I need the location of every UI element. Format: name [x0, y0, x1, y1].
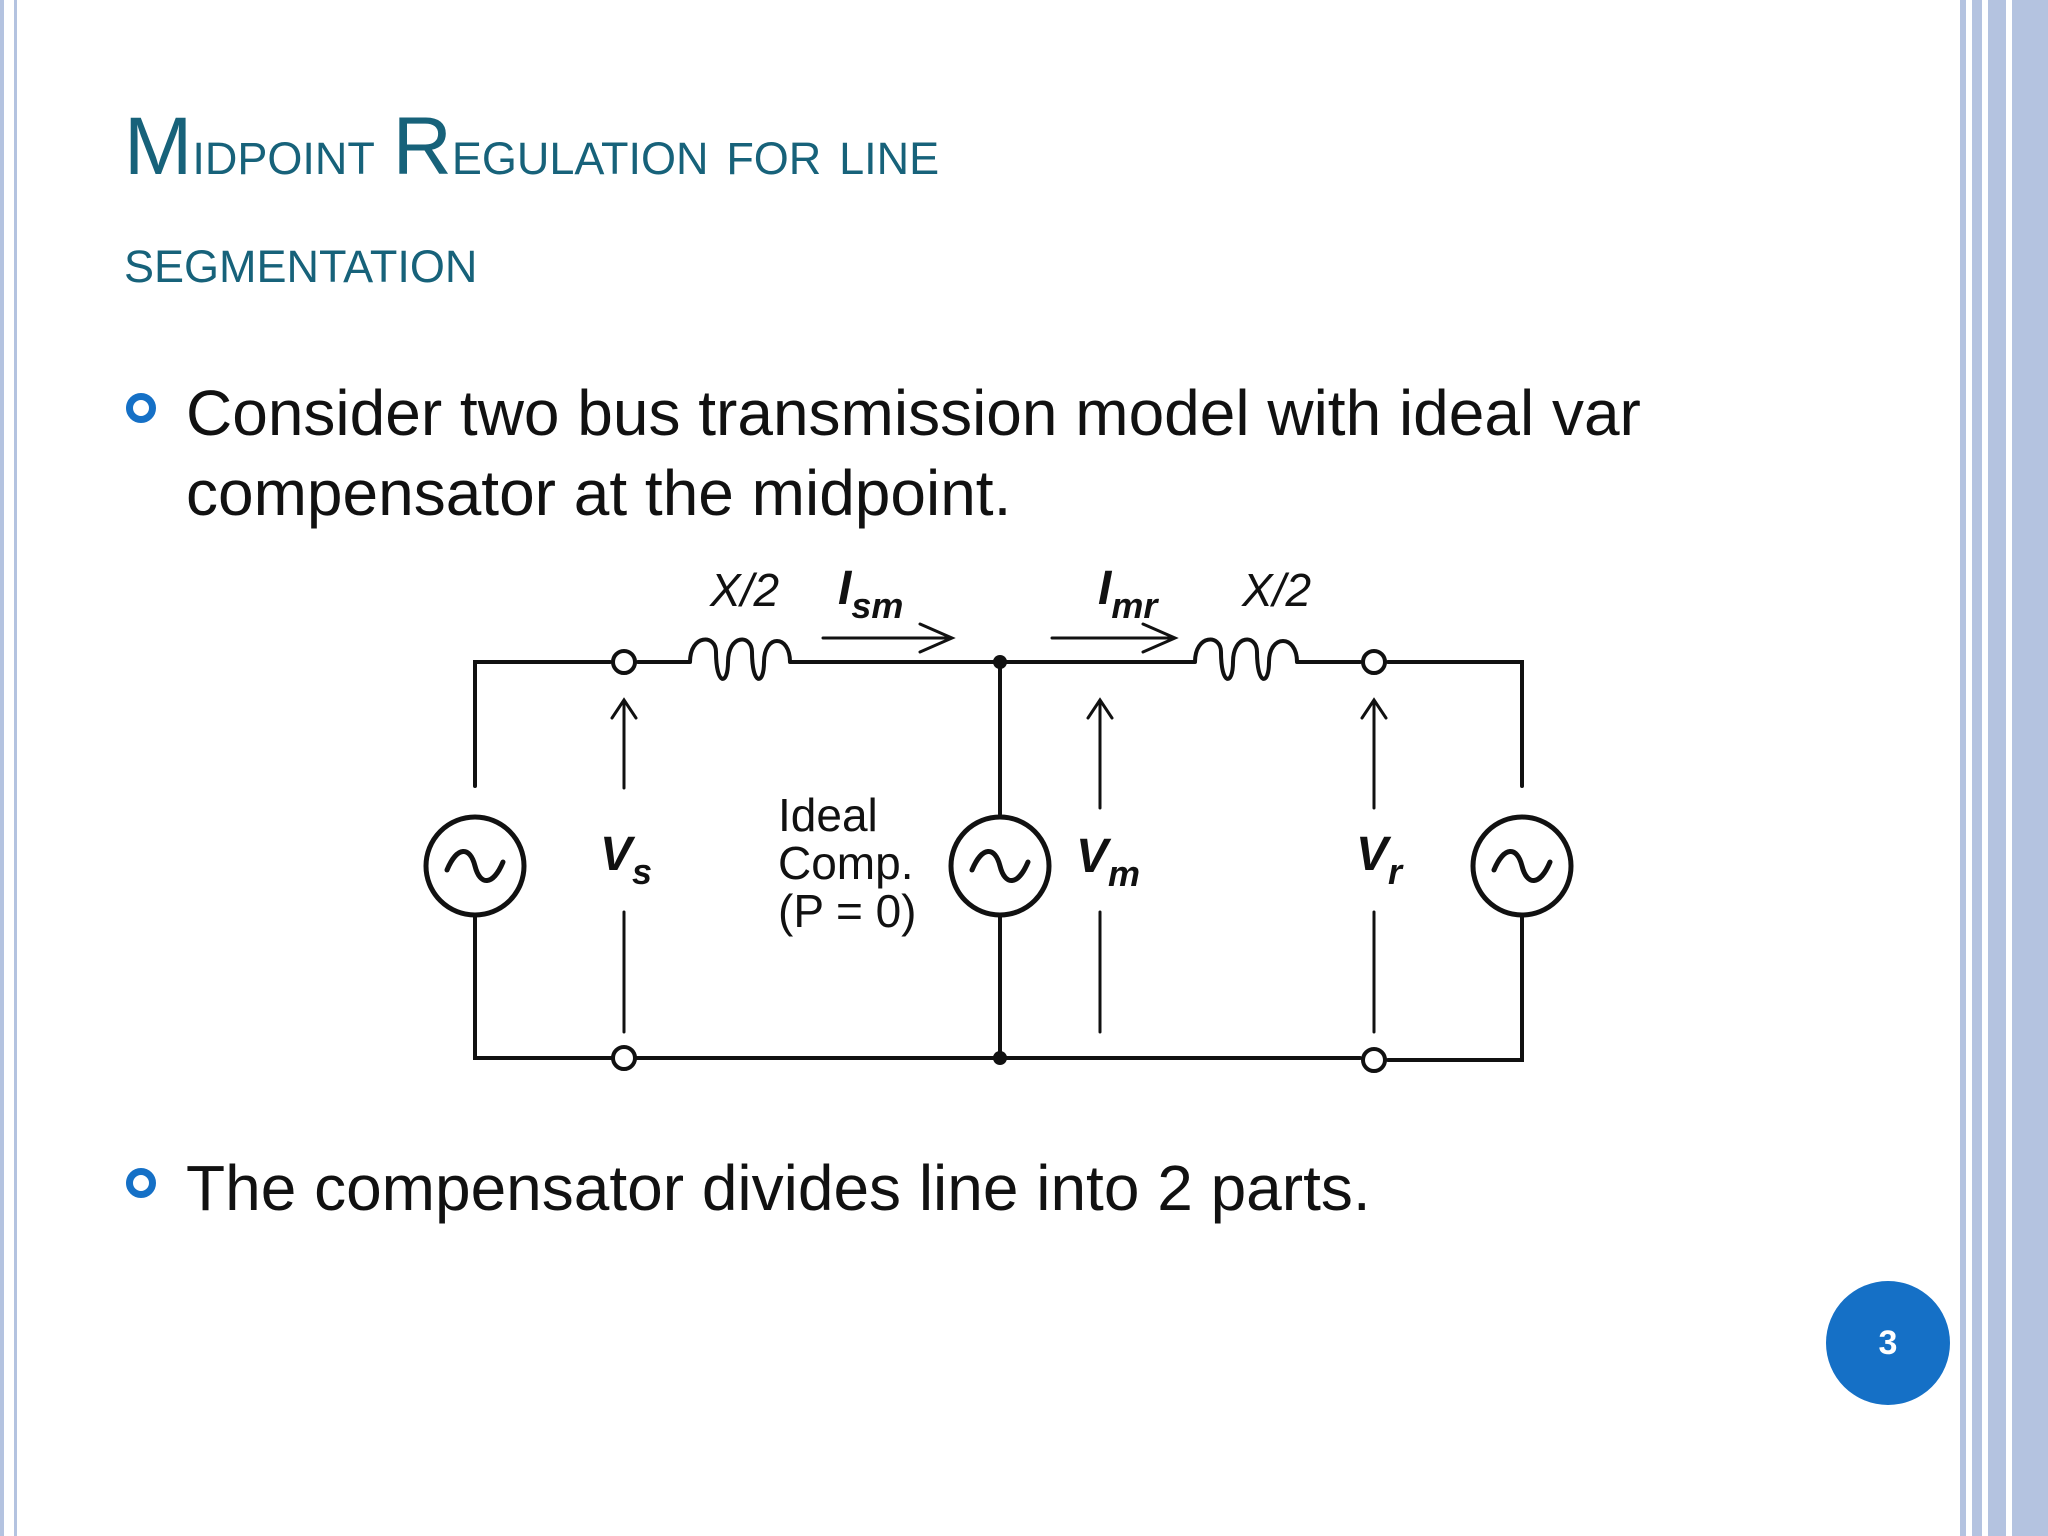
- left-border-line-inner: [14, 0, 17, 1536]
- label-voltage-r-base: V: [1356, 828, 1392, 881]
- label-comp-line-2: Comp.: [778, 837, 913, 889]
- right-border-band-4: [2012, 0, 2048, 1536]
- wire-left-bottom: [473, 912, 1002, 1060]
- label-voltage-m: Vm: [1076, 830, 1140, 894]
- terminal-r-bottom: [1361, 1047, 1387, 1073]
- inductor-icon: [688, 637, 792, 681]
- slide-title: Midpoint Regulation for line segmentatio…: [124, 106, 939, 296]
- bullet-circle-icon-2: [126, 1168, 156, 1198]
- bullet-text-1: Consider two bus transmission model with…: [186, 377, 1641, 529]
- wire-right-bottom: [1386, 912, 1524, 1062]
- title-words-2: egulation for line: [451, 116, 940, 188]
- page-number: 3: [1878, 1323, 1898, 1362]
- label-current-mr-base: I: [1098, 562, 1113, 615]
- label-current-mr: Imr: [1098, 562, 1159, 626]
- right-border-band-3: [1988, 0, 2006, 1536]
- sine-glyph-right: [1491, 849, 1553, 883]
- label-reactance-right: X/2: [1241, 564, 1311, 616]
- label-current-sm-sub: sm: [851, 585, 903, 626]
- label-voltage-m-sub: m: [1108, 853, 1140, 894]
- label-current-sm: Ism: [838, 562, 903, 626]
- sine-glyph-mid: [969, 849, 1031, 883]
- page-number-badge: 3: [1826, 1281, 1950, 1405]
- sine-glyph-left: [444, 849, 506, 883]
- terminal-r-top: [1361, 649, 1387, 675]
- label-current-sm-base: I: [838, 562, 853, 615]
- label-voltage-s-sub: s: [632, 851, 652, 892]
- right-border-band: [1960, 0, 1966, 1536]
- arrow-ism: [821, 622, 956, 654]
- left-border-line: [0, 0, 4, 1536]
- terminal-s-bottom: [611, 1045, 637, 1071]
- wire-right-top: [1386, 660, 1524, 788]
- right-border-band-2: [1972, 0, 1982, 1536]
- title-word-1: idpoint: [192, 116, 375, 188]
- label-voltage-r: Vr: [1356, 828, 1404, 892]
- label-voltage-s-base: V: [600, 828, 636, 881]
- arrow-vr: [1360, 697, 1388, 810]
- label-voltage-s: Vs: [600, 828, 652, 892]
- bullet-circle-icon: [126, 393, 156, 423]
- title-line-1: Midpoint Regulation for line: [124, 106, 939, 188]
- terminal-s-top: [611, 649, 637, 675]
- title-initial-1: M: [124, 101, 193, 192]
- label-comp-line-3: (P = 0): [778, 885, 917, 937]
- node-mid-bottom: [993, 1051, 1007, 1065]
- title-line-2: segmentation: [124, 224, 478, 296]
- arrow-vm: [1086, 697, 1114, 810]
- label-reactance-left: X/2: [709, 564, 779, 616]
- label-current-mr-sub: mr: [1111, 585, 1159, 626]
- node-mid-top: [993, 655, 1007, 669]
- bullet-item-2: The compensator divides line into 2 part…: [126, 1148, 1826, 1228]
- arrow-vs: [610, 697, 638, 790]
- arrow-imr: [1050, 622, 1179, 654]
- label-comp-line-1: Ideal: [778, 789, 878, 841]
- label-voltage-m-base: V: [1076, 830, 1112, 883]
- label-voltage-r-sub: r: [1388, 851, 1404, 892]
- inductor-icon-right: [1193, 637, 1299, 681]
- title-initial-2: R: [392, 101, 452, 192]
- bullet-item-1: Consider two bus transmission model with…: [126, 373, 1826, 533]
- bullet-text-2: The compensator divides line into 2 part…: [186, 1152, 1371, 1224]
- wire-left-top: [473, 660, 612, 788]
